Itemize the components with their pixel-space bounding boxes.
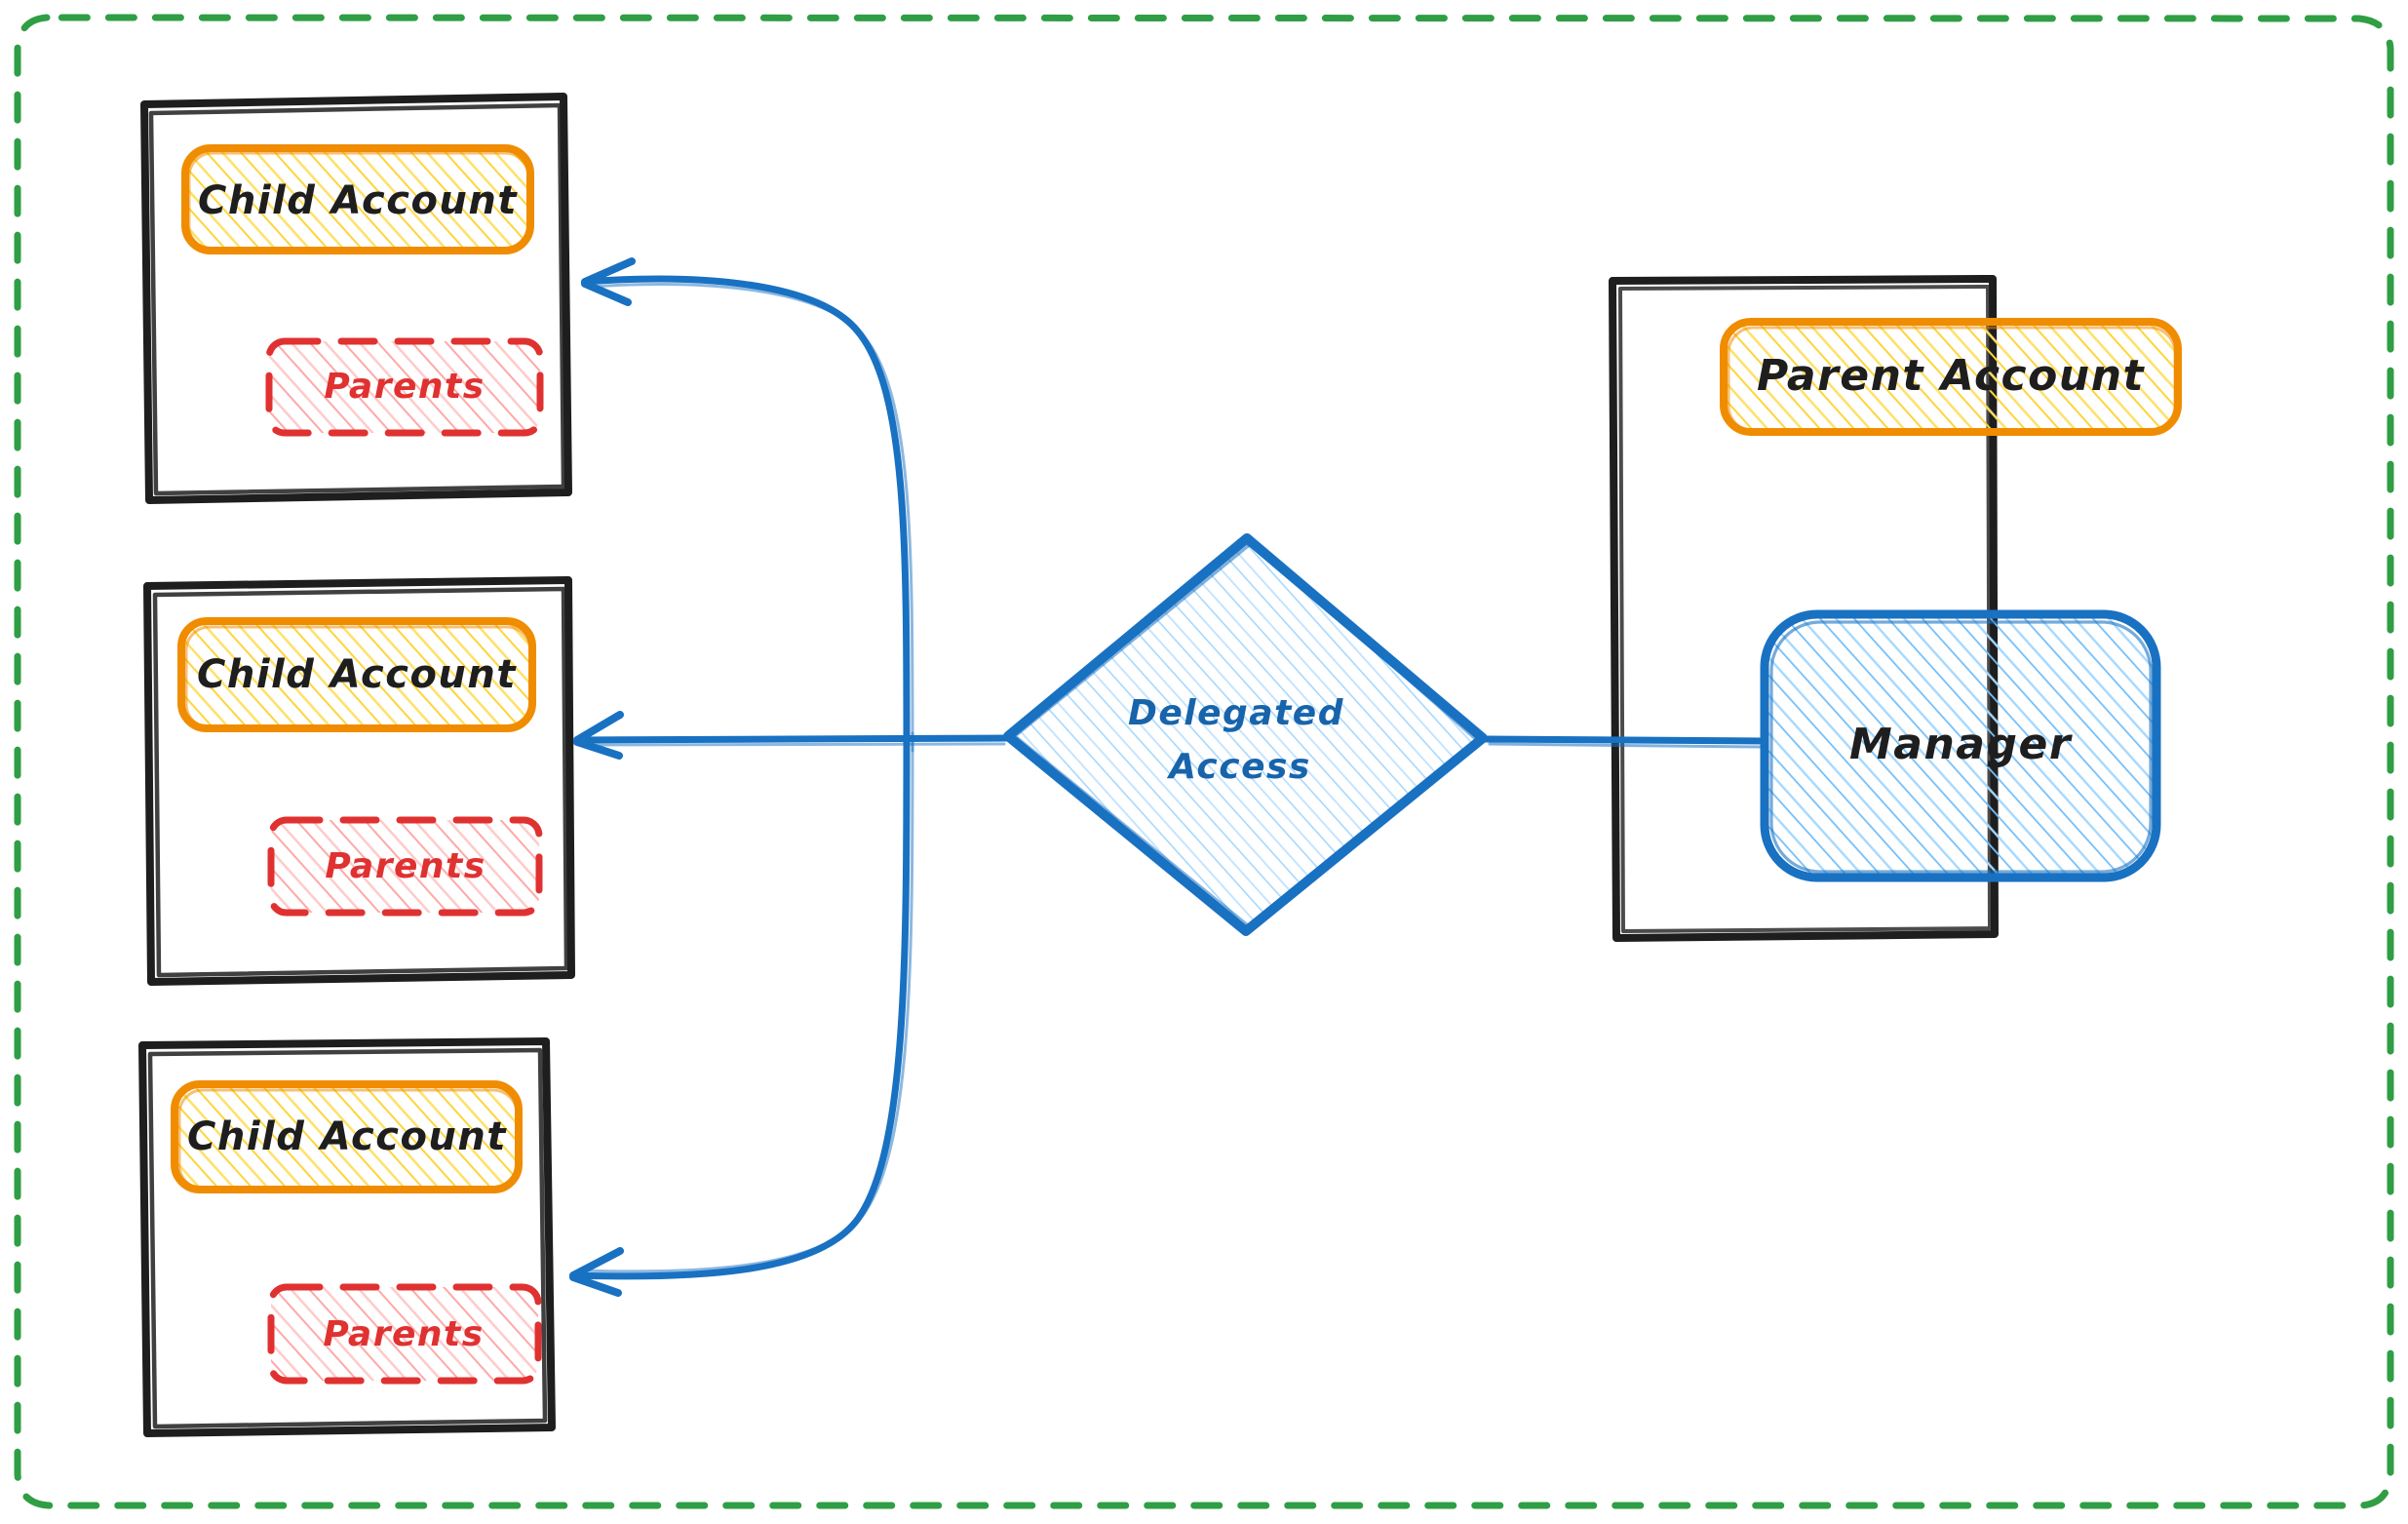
child-account-pill-2[interactable]: Child Account — [177, 617, 536, 732]
parents-label-1: Parents — [324, 367, 485, 407]
delegated-access-label-line1: Delegated — [1128, 693, 1344, 733]
parents-label-2: Parents — [325, 846, 485, 886]
child-account-pill-1[interactable]: Child Account — [181, 144, 534, 254]
delegated-access-diamond[interactable]: Delegated Access — [1003, 533, 1488, 936]
parents-label-3: Parents — [323, 1314, 484, 1354]
edge-manager-to-delegated-access — [1479, 735, 1768, 749]
manager-box[interactable]: Manager — [1760, 609, 2161, 882]
edge-delegated-access-to-child-3 — [569, 729, 914, 1297]
edge-delegated-access-to-child-2 — [573, 711, 1012, 760]
parents-pill-1[interactable]: Parents — [265, 337, 544, 437]
child-account-label-3: Child Account — [187, 1114, 507, 1159]
delegated-access-label-line2: Access — [1166, 747, 1311, 787]
organization-boundary — [14, 14, 2394, 1509]
child-account-container-3[interactable]: Child Account Parents — [138, 1037, 556, 1437]
parents-pill-2[interactable]: Parents — [267, 816, 543, 917]
manager-label: Manager — [1849, 720, 2073, 769]
parents-pill-3[interactable]: Parents — [267, 1283, 542, 1385]
child-account-label-1: Child Account — [198, 178, 518, 223]
edge-delegated-access-to-child-1 — [581, 257, 914, 755]
child-account-pill-3[interactable]: Child Account — [171, 1080, 523, 1193]
parent-account-label: Parent Account — [1757, 351, 2146, 401]
parent-account-container[interactable]: Parent Account Manager — [1609, 275, 2182, 942]
parent-account-pill[interactable]: Parent Account — [1720, 318, 2182, 436]
child-account-container-1[interactable]: Child Account Parents — [140, 93, 572, 504]
child-account-container-2[interactable]: Child Account Parents — [143, 576, 575, 986]
child-account-label-2: Child Account — [197, 652, 517, 697]
